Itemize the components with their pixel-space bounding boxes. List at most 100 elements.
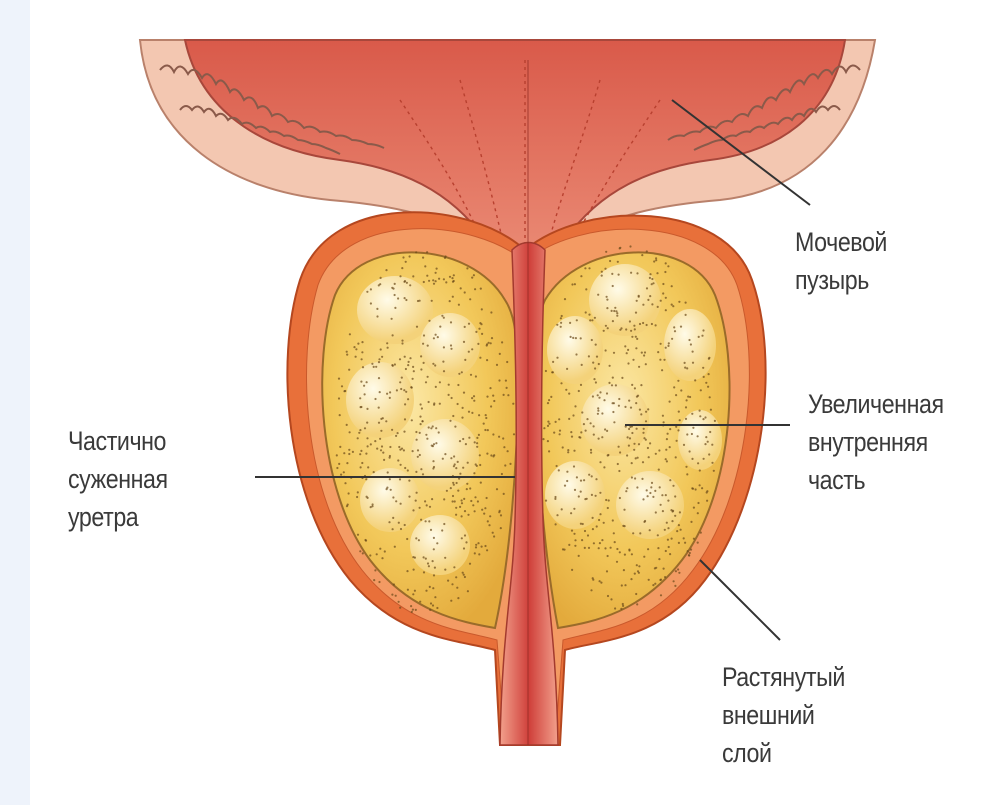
stipple-dot xyxy=(590,589,592,591)
stipple-dot xyxy=(346,351,348,353)
stipple-dot xyxy=(547,421,549,423)
stipple-dot xyxy=(607,507,609,509)
stipple-dot xyxy=(407,364,409,366)
stipple-dot xyxy=(624,406,626,408)
stipple-dot xyxy=(625,490,627,492)
stipple-dot xyxy=(461,502,463,504)
stipple-dot xyxy=(348,449,350,451)
stipple-dot xyxy=(380,430,382,432)
stipple-dot xyxy=(367,466,369,468)
stipple-dot xyxy=(574,539,576,541)
stipple-dot xyxy=(461,499,463,501)
stipple-dot xyxy=(340,474,342,476)
stipple-dot xyxy=(601,412,603,414)
stipple-dot xyxy=(707,441,709,443)
stipple-dot xyxy=(618,405,620,407)
stipple-dot xyxy=(593,425,595,427)
stipple-dot xyxy=(479,464,481,466)
stipple-dot xyxy=(403,389,405,391)
stipple-dot xyxy=(626,352,628,354)
stipple-dot xyxy=(424,265,426,267)
stipple-dot xyxy=(679,419,681,421)
stipple-dot xyxy=(578,555,580,557)
stipple-dot xyxy=(439,381,441,383)
stipple-dot xyxy=(663,421,665,423)
stipple-dot xyxy=(608,382,610,384)
stipple-dot xyxy=(668,342,670,344)
stipple-dot xyxy=(469,487,471,489)
stipple-dot xyxy=(568,544,570,546)
stipple-dot xyxy=(370,302,372,304)
stipple-dot xyxy=(407,589,409,591)
label-enlarged-inner-line1: Увеличенная xyxy=(808,385,944,423)
stipple-dot xyxy=(635,347,637,349)
stipple-dot xyxy=(618,274,620,276)
stipple-dot xyxy=(608,499,610,501)
stipple-dot xyxy=(633,443,635,445)
stipple-dot xyxy=(387,347,389,349)
stipple-dot xyxy=(674,330,676,332)
stipple-dot xyxy=(623,509,625,511)
stipple-dot xyxy=(623,569,625,571)
stipple-dot xyxy=(391,318,393,320)
stipple-dot xyxy=(636,486,638,488)
stipple-dot xyxy=(642,461,644,463)
stipple-dot xyxy=(501,341,503,343)
stipple-dot xyxy=(664,576,666,578)
stipple-dot xyxy=(570,336,572,338)
stipple-dot xyxy=(667,433,669,435)
stipple-dot xyxy=(598,438,600,440)
stipple-dot xyxy=(381,445,383,447)
stipple-dot xyxy=(438,278,440,280)
stipple-dot xyxy=(366,381,368,383)
stipple-dot xyxy=(432,604,434,606)
stipple-dot xyxy=(461,537,463,539)
stipple-dot xyxy=(580,384,582,386)
stipple-dot xyxy=(404,403,406,405)
stipple-dot xyxy=(435,386,437,388)
stipple-dot xyxy=(639,532,641,534)
stipple-dot xyxy=(645,439,647,441)
stipple-dot xyxy=(464,291,466,293)
stipple-dot xyxy=(660,579,662,581)
stipple-dot xyxy=(403,431,405,433)
stipple-dot xyxy=(452,296,454,298)
stipple-dot xyxy=(638,443,640,445)
stipple-dot xyxy=(605,251,607,253)
stipple-dot xyxy=(423,334,425,336)
stipple-dot xyxy=(415,537,417,539)
stipple-dot xyxy=(428,401,430,403)
stipple-dot xyxy=(456,587,458,589)
stipple-dot xyxy=(636,272,638,274)
stipple-dot xyxy=(543,427,545,429)
stipple-dot xyxy=(590,452,592,454)
stipple-dot xyxy=(559,430,561,432)
stipple-dot xyxy=(585,430,587,432)
stipple-dot xyxy=(585,288,587,290)
stipple-dot xyxy=(471,348,473,350)
stipple-dot xyxy=(359,453,361,455)
stipple-dot xyxy=(590,422,592,424)
stipple-dot xyxy=(416,492,418,494)
stipple-dot xyxy=(612,519,614,521)
stipple-dot xyxy=(411,387,413,389)
stipple-dot xyxy=(395,500,397,502)
stipple-dot xyxy=(691,458,693,460)
stipple-dot xyxy=(373,366,375,368)
stipple-dot xyxy=(421,407,423,409)
stipple-dot xyxy=(457,490,459,492)
stipple-dot xyxy=(481,509,483,511)
stipple-dot xyxy=(406,538,408,540)
stipple-dot xyxy=(581,539,583,541)
stipple-dot xyxy=(416,439,418,441)
stipple-dot xyxy=(471,412,473,414)
stipple-dot xyxy=(631,553,633,555)
stipple-dot xyxy=(651,283,653,285)
stipple-dot xyxy=(369,554,371,556)
stipple-dot xyxy=(449,300,451,302)
stipple-dot xyxy=(660,343,662,345)
stipple-dot xyxy=(414,590,416,592)
stipple-dot xyxy=(629,320,631,322)
stipple-dot xyxy=(379,391,381,393)
